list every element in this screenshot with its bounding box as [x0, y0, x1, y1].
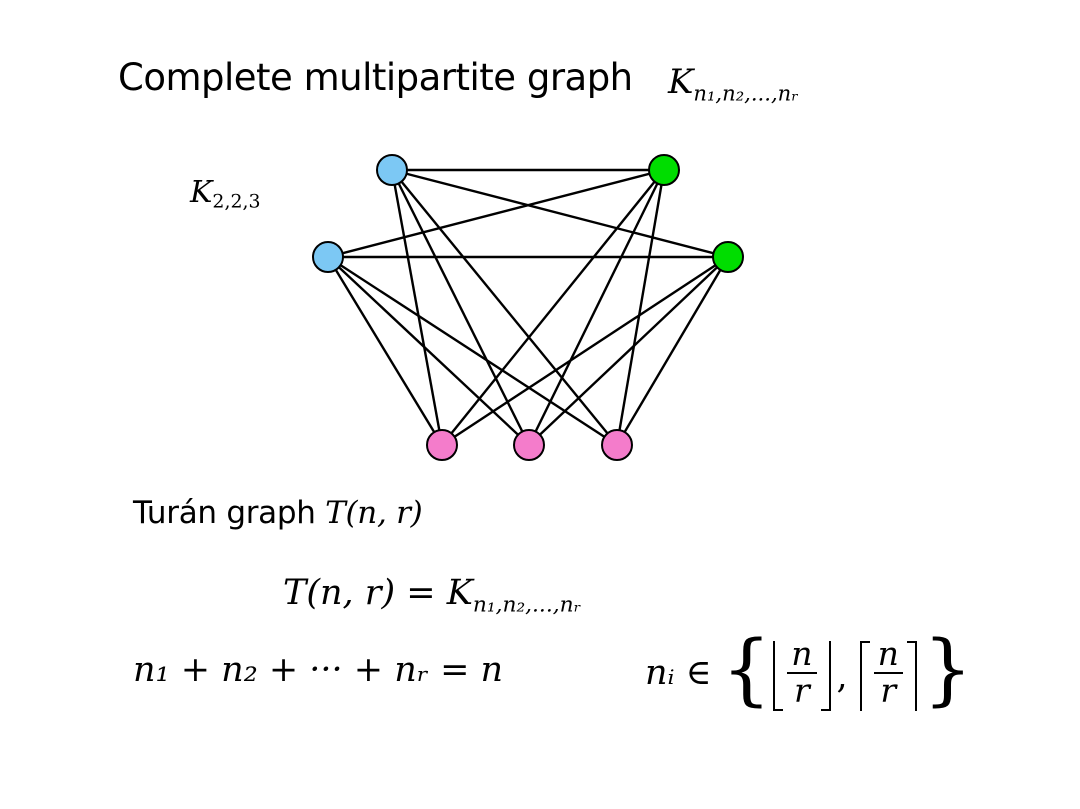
left-brace: {: [721, 625, 772, 715]
eq1-base: K: [446, 573, 473, 613]
turan-definition-equation: T(n, r) = Kn₁,n₂,...,nᵣ: [283, 573, 581, 616]
formula-base: K: [668, 62, 694, 102]
sum-equation: n₁ + n₂ + ··· + nᵣ = n: [133, 650, 504, 690]
floor-left-bracket: [773, 641, 784, 711]
graph-edge: [327, 256, 530, 446]
graph-label: K2,2,3: [190, 175, 261, 213]
right-brace: }: [922, 625, 973, 715]
graph-nodes: [312, 154, 744, 461]
eq1-subscript: n₁,n₂,...,nᵣ: [472, 592, 582, 618]
fraction-denominator: r: [880, 671, 897, 710]
fraction-denominator: r: [794, 671, 810, 710]
graph-edge: [441, 169, 665, 446]
graph-edge: [390, 169, 531, 446]
graph-edge: [528, 256, 729, 446]
graph-node-c-2: [513, 429, 545, 461]
floor-fraction: n r: [787, 634, 817, 710]
fraction-numerator: n: [877, 634, 899, 674]
eq3-lhs: nᵢ ∈: [645, 653, 712, 693]
graph-edge: [391, 169, 618, 446]
graph-node-c-1: [426, 429, 458, 461]
part-size-equation: nᵢ ∈ { n r , n r }: [645, 631, 973, 711]
turan-heading: Turán graph T(n, r): [133, 495, 423, 531]
fraction-numerator: n: [791, 634, 813, 674]
floor-right-bracket: [820, 641, 831, 711]
graph-node-a-1: [376, 154, 408, 186]
graph-edge: [441, 255, 729, 447]
eq1-lhs: T(n, r) =: [283, 573, 447, 613]
graph-node-b-2: [712, 241, 744, 273]
ceil-right-bracket: [906, 641, 917, 711]
turan-symbol: T(n, r): [325, 495, 423, 531]
fraction-bar: [787, 672, 817, 674]
graph-node-c-3: [601, 429, 633, 461]
slide-title: Complete multipartite graph: [118, 56, 633, 99]
graph-label-subscript: 2,2,3: [212, 190, 261, 213]
graph-edge: [390, 169, 444, 446]
graph-edge: [326, 256, 444, 446]
graph-edge: [615, 169, 666, 446]
graph-edge: [615, 256, 730, 446]
ceil-left-bracket: [859, 641, 870, 711]
graph-edge: [391, 168, 729, 259]
fraction-bar: [873, 672, 903, 674]
comma: ,: [836, 657, 848, 697]
title-formula: Kn₁,n₂,...,nᵣ: [668, 62, 799, 106]
graph-node-b-1: [648, 154, 680, 186]
graph-edges: [326, 168, 730, 447]
turan-label: Turán graph: [133, 495, 316, 531]
graph-edge: [327, 168, 665, 259]
graph-node-a-2: [312, 241, 344, 273]
ceil-fraction: n r: [873, 634, 903, 710]
graph-edge: [327, 255, 618, 447]
graph-label-base: K: [190, 175, 213, 210]
formula-subscript: n₁,n₂,...,nᵣ: [693, 80, 799, 106]
graph-edge: [527, 169, 666, 446]
